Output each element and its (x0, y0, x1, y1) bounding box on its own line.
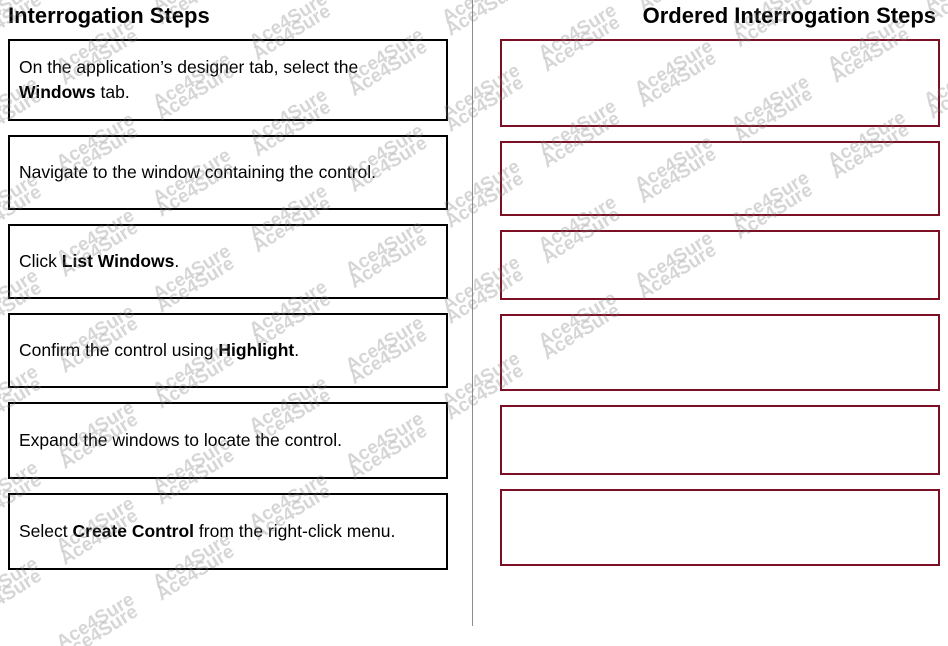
step-confirm-highlight[interactable]: Confirm the control using Highlight. (8, 313, 448, 388)
step-text: Confirm the control using Highlight. (19, 338, 438, 363)
step-text-segment: On the application’s designer tab, selec… (19, 57, 359, 77)
ordered-slot-3[interactable] (500, 230, 940, 300)
step-expand-windows[interactable]: Expand the windows to locate the control… (8, 402, 448, 479)
step-text-segment: Expand the windows to locate the control… (19, 430, 342, 450)
ordered-slot-6[interactable] (500, 489, 940, 566)
ordered-slot-5[interactable] (500, 405, 940, 475)
step-text: Expand the windows to locate the control… (19, 428, 438, 453)
step-text: Select Create Control from the right-cli… (19, 519, 438, 544)
step-text-segment: Click (19, 251, 62, 271)
step-text: Click List Windows. (19, 249, 438, 274)
ordered-slot-4[interactable] (500, 314, 940, 391)
step-text-emphasis: List Windows (61, 251, 175, 271)
step-designer-tab[interactable]: On the application’s designer tab, selec… (8, 39, 448, 121)
step-text-emphasis: Highlight (218, 340, 295, 360)
step-text-segment: Confirm the control using (19, 340, 219, 360)
step-text: On the application’s designer tab, selec… (19, 55, 438, 105)
ordered-interrogation-steps-title: Ordered Interrogation Steps (642, 3, 936, 28)
step-text-segment: Navigate to the window containing the co… (19, 162, 377, 182)
ordered-slot-1[interactable] (500, 39, 940, 127)
step-text-emphasis: Create Control (72, 521, 195, 541)
interrogation-steps-title: Interrogation Steps (8, 3, 210, 28)
interrogation-steps-list: On the application’s designer tab, selec… (8, 39, 448, 570)
step-text-segment: Select (19, 521, 73, 541)
step-create-control[interactable]: Select Create Control from the right-cli… (8, 493, 448, 570)
ordered-slot-2[interactable] (500, 141, 940, 216)
column-divider (472, 0, 473, 626)
step-navigate-window[interactable]: Navigate to the window containing the co… (8, 135, 448, 210)
step-text-segment: . (294, 340, 300, 360)
step-text: Navigate to the window containing the co… (19, 160, 438, 185)
step-text-segment: from the right-click menu. (194, 521, 396, 541)
ordered-interrogation-steps-column: Ordered Interrogation Steps (500, 0, 940, 580)
interrogation-steps-column: Interrogation Steps On the application’s… (8, 0, 448, 584)
ordered-slots-list (500, 39, 940, 566)
step-click-list-windows[interactable]: Click List Windows. (8, 224, 448, 299)
step-text-emphasis: Windows (19, 82, 96, 102)
step-text-segment: tab. (95, 82, 130, 102)
step-text-segment: . (174, 251, 180, 271)
